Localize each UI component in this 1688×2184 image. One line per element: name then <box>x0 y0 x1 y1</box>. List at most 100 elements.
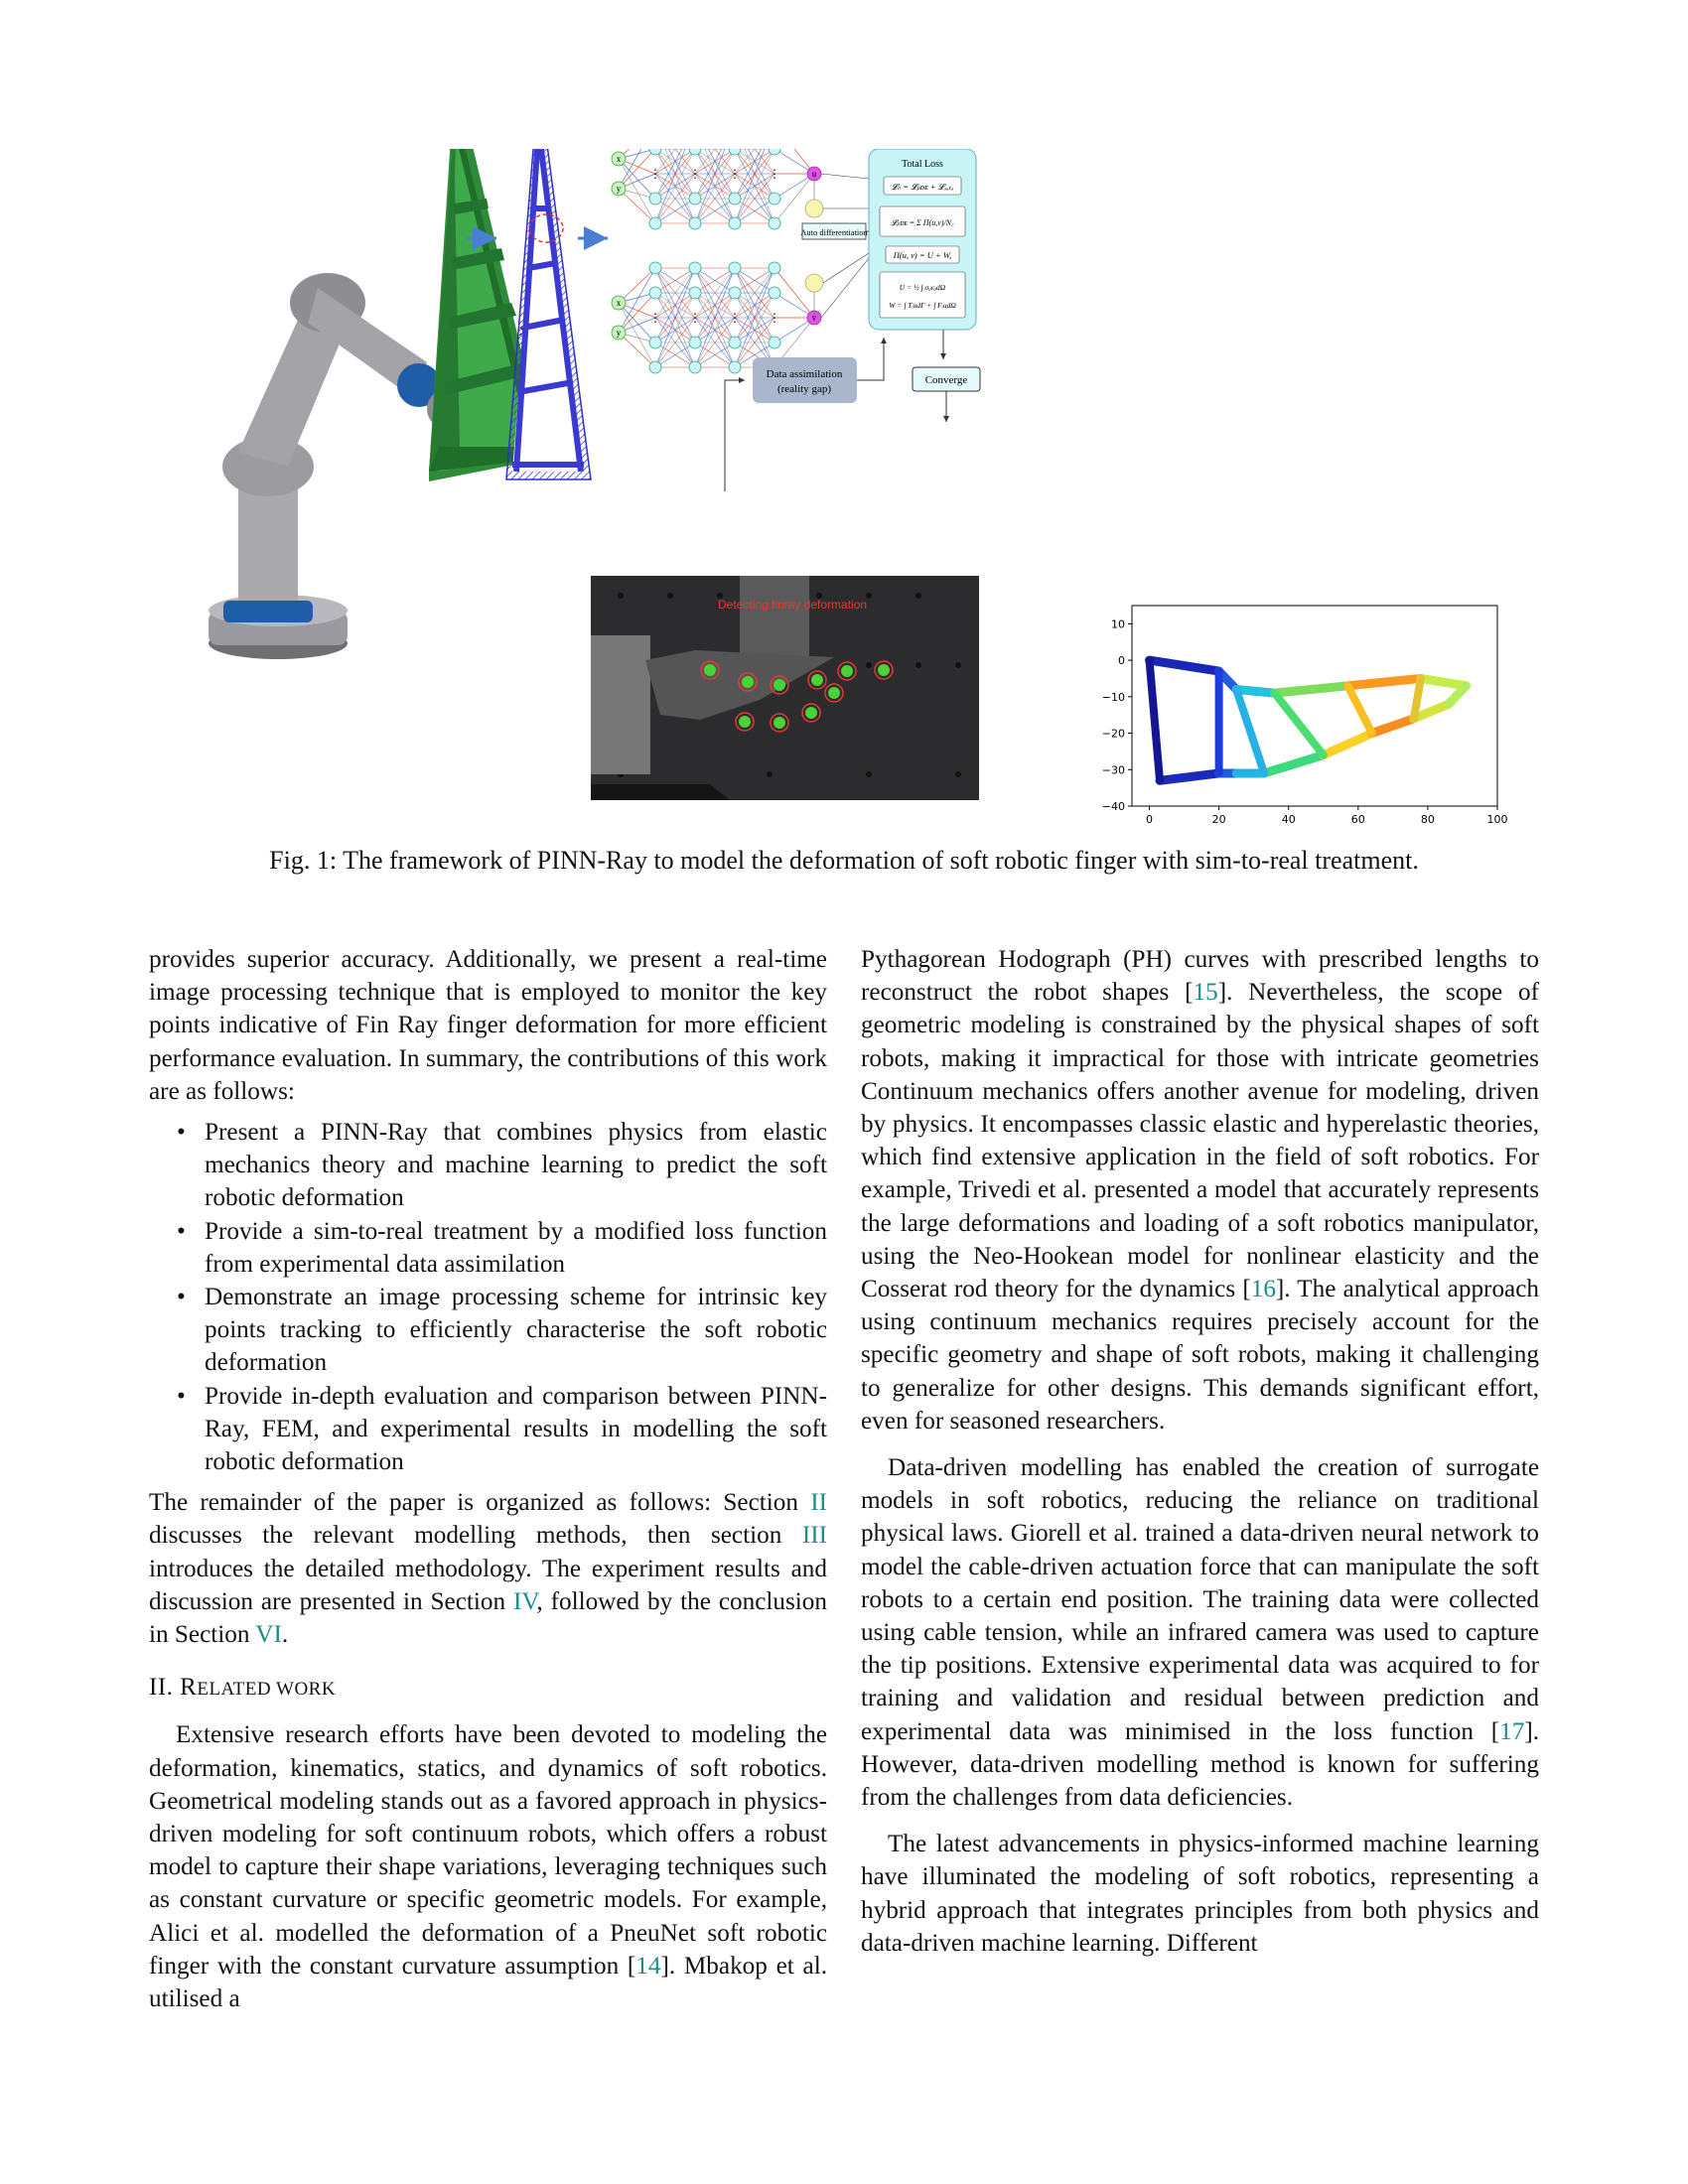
y-tick-label: −10 <box>1102 691 1125 704</box>
series-1-segment <box>1155 768 1224 785</box>
svg-text:U = ½ ∫ σᵢⱼεᵢⱼdΩ: U = ½ ∫ σᵢⱼεᵢⱼdΩ <box>900 283 946 292</box>
svg-text:𝓛ₙ = 𝓛ₚᴅᴇ + 𝓛ₔₐₜₐ: 𝓛ₙ = 𝓛ₚᴅᴇ + 𝓛ₔₐₜₐ <box>892 182 954 192</box>
total-loss-panel: Total Loss 𝓛ₙ = 𝓛ₚᴅᴇ + 𝓛ₔₐₜₐ 𝓛ₚᴅᴇ = Σ Π(… <box>868 149 977 331</box>
nn-hidden-node <box>648 149 662 156</box>
series-0-segment <box>1145 655 1224 676</box>
x-tick-label: 20 <box>1212 813 1226 826</box>
nn-hidden-node <box>728 261 742 275</box>
derivative-node <box>804 273 824 293</box>
nn-hidden-node <box>688 360 702 374</box>
svg-text:⋮: ⋮ <box>769 167 780 181</box>
nn-hidden-node <box>728 216 742 230</box>
nn-hidden-node <box>688 261 702 275</box>
svg-text:x: x <box>617 154 622 164</box>
contribution-item: •Present a PINN-Ray that combines physic… <box>177 1119 827 1212</box>
x-tick-label: 80 <box>1421 813 1435 826</box>
nn-hidden-node <box>728 360 742 374</box>
section-ii-link[interactable]: II <box>810 1489 827 1517</box>
y-tick-label: −20 <box>1102 728 1125 741</box>
organization-paragraph: The remainder of the paper is organized … <box>149 1489 827 1649</box>
nn-hidden-node <box>768 336 781 349</box>
ref-16-link[interactable]: 16 <box>1250 1276 1276 1303</box>
x-tick-label: 0 <box>1146 813 1153 826</box>
series-1-segment <box>1259 751 1329 778</box>
contribution-item: •Provide in-depth evaluation and compari… <box>177 1382 827 1476</box>
rib-segment <box>1145 656 1165 785</box>
nn-hidden-node <box>768 192 781 205</box>
nn-hidden-node <box>688 192 702 205</box>
nn-input-node <box>611 295 627 311</box>
section-iii-link[interactable]: III <box>801 1522 827 1550</box>
x-tick-label: 40 <box>1282 813 1296 826</box>
svg-text:⋮: ⋮ <box>649 167 661 181</box>
svg-text:⋮: ⋮ <box>769 311 780 325</box>
section-heading-related-work: II. RELATED WORK <box>149 1674 337 1702</box>
nn-hidden-node <box>648 192 662 205</box>
nn-hidden-node <box>728 149 742 156</box>
fin-ray-mesh <box>505 149 592 480</box>
nn-hidden-node <box>648 261 662 275</box>
converge-label: Converge <box>925 374 968 386</box>
section-vi-link[interactable]: VI <box>255 1621 282 1649</box>
nn-hidden-node <box>648 360 662 374</box>
nn-hidden-node <box>688 336 702 349</box>
nn-hidden-node <box>648 216 662 230</box>
ref-17-link[interactable]: 17 <box>1499 1717 1525 1745</box>
contribution-item: •Demonstrate an image processing scheme … <box>177 1284 827 1377</box>
nn-hidden-node <box>728 192 742 205</box>
nn-input-node <box>611 181 627 197</box>
nn-hidden-node <box>768 261 781 275</box>
y-tick-label: 0 <box>1118 654 1125 667</box>
nn-hidden-node <box>728 336 742 349</box>
nn-hidden-node <box>688 149 702 156</box>
neural-network-diagram: xy⋮⋮⋮⋮uxy⋮⋮⋮⋮v <box>611 149 870 374</box>
series-0-segment <box>1416 673 1471 691</box>
nn-hidden-node <box>768 149 781 156</box>
nn-input-node <box>611 325 627 341</box>
total-loss-title: Total Loss <box>902 159 943 170</box>
ref-14-link[interactable]: 14 <box>635 1952 661 1979</box>
rib-segment <box>1343 681 1376 738</box>
reality-gap-label: (reality gap) <box>777 383 831 395</box>
svg-text:𝓛ₚᴅᴇ = Σ Π(u,v)/N꜀: 𝓛ₚᴅᴇ = Σ Π(u,v)/N꜀ <box>891 218 954 227</box>
section-iv-link[interactable]: IV <box>513 1587 537 1615</box>
contribution-item: •Provide a sim-to-real treatment by a mo… <box>177 1217 827 1278</box>
photo-title: Detecting finray deformation <box>718 598 868 612</box>
data-assimilation-label: Data assimilation <box>767 368 843 380</box>
y-tick-label: −30 <box>1102 763 1125 776</box>
svg-text:⋮: ⋮ <box>729 311 741 325</box>
series-1-segment <box>1409 699 1454 724</box>
data-driven-paragraph: Data-driven modelling has enabled the cr… <box>861 1454 1539 1812</box>
svg-text:⋮: ⋮ <box>649 311 661 325</box>
rib-segment <box>1232 685 1269 777</box>
nn-hidden-node <box>768 286 781 300</box>
nn-hidden-node <box>728 286 742 300</box>
svg-text:y: y <box>617 328 622 338</box>
svg-text:⋮: ⋮ <box>689 167 701 181</box>
intro-paragraph: provides superior accuracy. Additionally… <box>149 946 827 1105</box>
nn-hidden-node <box>648 286 662 300</box>
framework-diagram: SoRo-PINN Experiment <box>209 149 981 659</box>
svg-text:⋮: ⋮ <box>729 167 741 181</box>
nn-hidden-node <box>648 336 662 349</box>
ref-15-link[interactable]: 15 <box>1193 979 1218 1007</box>
auto-differentiation-label: Auto differentiation <box>800 227 868 237</box>
nn-hidden-node <box>688 216 702 230</box>
y-tick-label: −40 <box>1102 800 1125 813</box>
series-0-segment <box>1231 684 1280 698</box>
series-1-segment <box>1319 729 1377 760</box>
svg-text:x: x <box>617 298 622 308</box>
figure-caption: Fig. 1: The framework of PINN-Ray to mod… <box>269 846 1419 875</box>
svg-text:W = ∫ TᵢudΓ + ∫ FᵢudΩ: W = ∫ TᵢudΓ + ∫ FᵢudΩ <box>889 301 956 310</box>
geometric-modeling-paragraph: Pythagorean Hodograph (PH) curves with p… <box>861 946 1540 1434</box>
rib-segment <box>1270 689 1328 759</box>
series-1-segment <box>1367 714 1419 739</box>
series-0-segment <box>1342 673 1426 691</box>
svg-text:Π(u, v) = U + W,: Π(u, v) = U + W, <box>893 250 952 260</box>
experiment-photo: Detecting finray deformation <box>591 576 979 800</box>
physics-informed-paragraph: The latest advancements in physics-infor… <box>861 1831 1539 1957</box>
nn-hidden-node <box>768 216 781 230</box>
y-tick-label: 10 <box>1111 617 1125 630</box>
svg-text:y: y <box>617 184 622 194</box>
